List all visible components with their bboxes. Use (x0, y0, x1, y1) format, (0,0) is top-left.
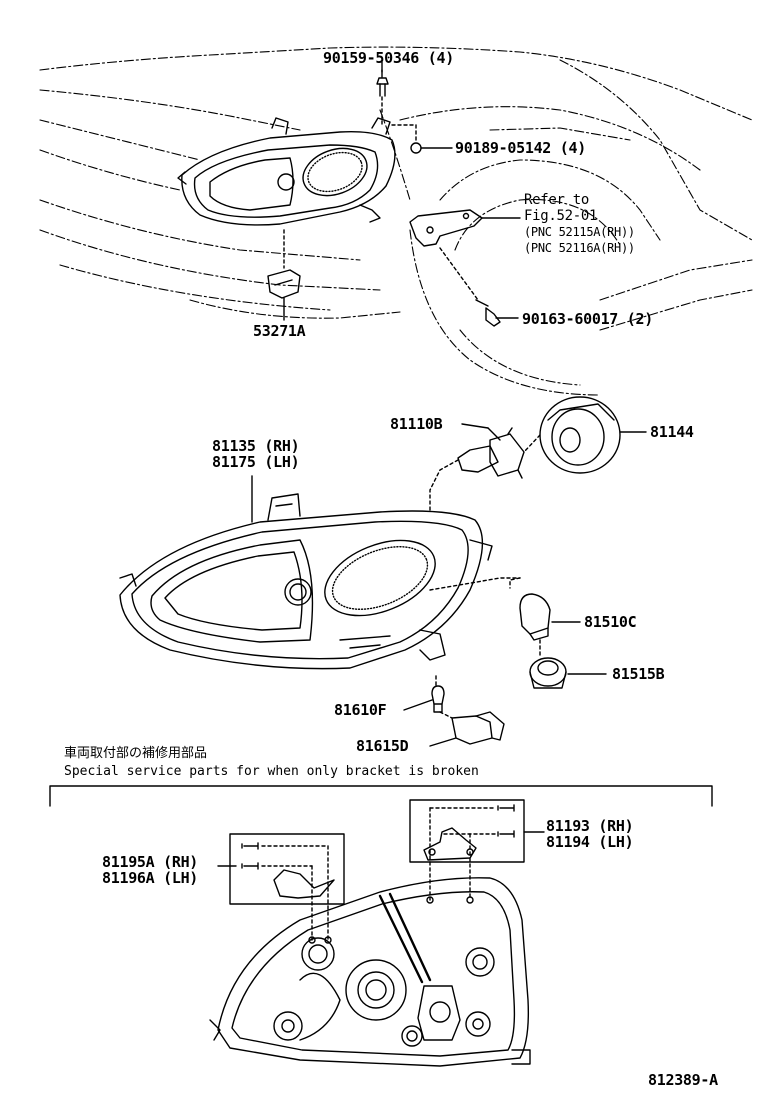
label-refer-pnc-1: (PNC 52115A(RH)) (524, 225, 635, 239)
label-53271A: 53271A (253, 322, 306, 340)
nut-90189 (391, 124, 453, 154)
bulb-81510C (429, 577, 581, 641)
headlamp-installed (177, 117, 396, 226)
label-81615D: 81615D (356, 737, 409, 755)
label-90159-50346: 90159-50346 (4) (323, 49, 454, 67)
label-81510C: 81510C (584, 613, 637, 631)
bracket-line (49, 785, 713, 807)
socket-81515B (529, 639, 607, 689)
vehicle-body-outline (39, 46, 753, 396)
kit-box-81195 (217, 833, 345, 941)
note-english: Special service parts for when only brac… (64, 764, 479, 779)
headlamp-unit (119, 493, 493, 670)
label-81196A-lh: 81196A (LH) (102, 869, 199, 887)
label-refer-to: Refer to (524, 192, 590, 208)
bracket-52115 (409, 209, 521, 247)
label-81135-rh: 81135 (RH) (212, 437, 300, 455)
kit-box-81193 (409, 799, 545, 901)
cap-81144 (523, 396, 647, 474)
label-81193-rh: 81193 (RH) (546, 817, 634, 835)
label-refer-fig: Fig.52-01 (524, 208, 598, 224)
label-81194-lh: 81194 (LH) (546, 833, 634, 851)
headlamp-rear-housing (209, 877, 531, 1067)
bolt-90163 (439, 247, 519, 327)
label-90163-60017: 90163-60017 (2) (522, 310, 653, 328)
socket-81615D (429, 711, 505, 747)
clip-53271 (267, 229, 301, 321)
bulb-81610F (403, 675, 445, 713)
label-81195A-rh: 81195A (RH) (102, 853, 199, 871)
label-81110B: 81110B (390, 415, 443, 433)
diagram-id: 812389-A (648, 1071, 718, 1089)
bolt-90159 (376, 69, 389, 126)
label-81610F: 81610F (334, 701, 387, 719)
label-refer-pnc-2: (PNC 52116A(RH)) (524, 241, 635, 255)
label-81175-lh: 81175 (LH) (212, 453, 300, 471)
note-japanese: 車両取付部の補修用部品 (64, 746, 208, 761)
bulb-81110B (429, 423, 525, 511)
label-90189-05142: 90189-05142 (4) (455, 139, 586, 157)
label-81144: 81144 (650, 423, 694, 441)
label-81515B: 81515B (612, 665, 665, 683)
